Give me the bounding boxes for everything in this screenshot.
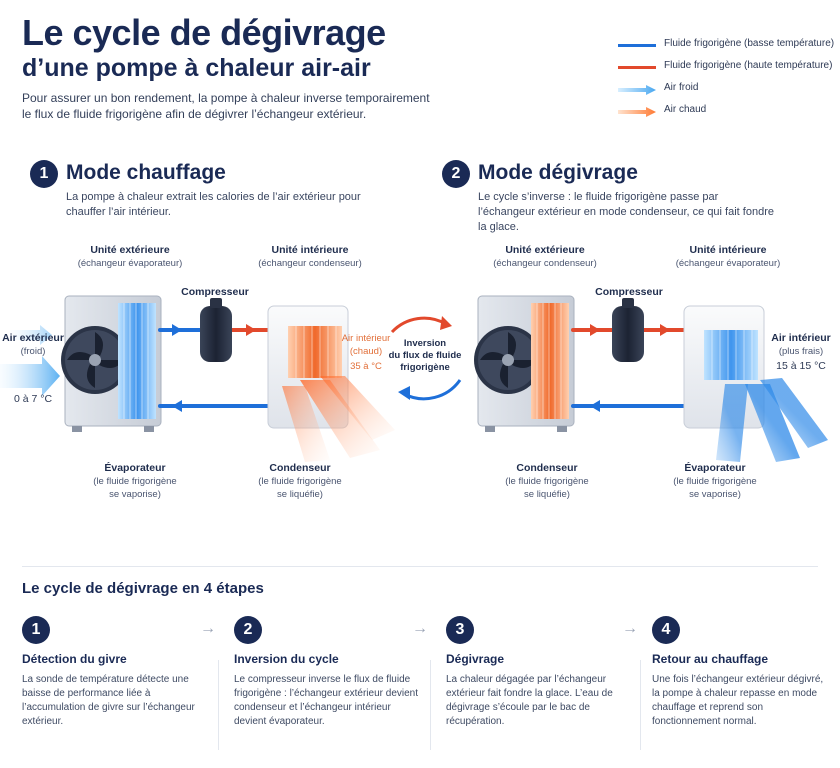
step-separator — [640, 660, 641, 750]
mode1-title: Mode chauffage — [66, 161, 226, 184]
step-2-text: Le compresseur inverse le flux de fluide… — [234, 674, 418, 727]
step-3-number-badge: 3 — [446, 616, 474, 644]
mode1-outdoor-label: Unité extérieure — [90, 244, 170, 256]
mode2-compressor — [612, 298, 644, 362]
step-3: 3 Dégivrage La chaleur dégagée par l’éch… — [446, 616, 636, 729]
step-arrow-icon: → — [200, 620, 216, 637]
mode2-evaporator-sub1: (le fluide frigorigène — [673, 476, 757, 487]
mode1-air-in-sublabel: (froid) — [20, 346, 46, 357]
mode1-outdoor-unit — [61, 295, 162, 432]
step-1-text: La sonde de température détecte une bais… — [22, 674, 195, 727]
inversion-cycle-icon — [390, 316, 462, 401]
legend-hot-air: Air chaud — [618, 104, 838, 126]
step-1-title: Détection du givre — [22, 652, 127, 666]
mode2-cool-air-arrows — [716, 378, 828, 462]
defrost-diagram — [0, 295, 828, 462]
blue-line-swatch — [618, 44, 656, 47]
mode1-number-badge: 1 — [30, 160, 58, 188]
section-divider — [22, 566, 818, 567]
mode2-air-out-label: Air intérieur — [771, 332, 831, 344]
mode1-outdoor-sublabel: (échangeur évaporateur) — [77, 258, 183, 269]
legend-high-temp: Fluide frigorigène (haute température) — [618, 60, 838, 82]
mode2-title: Mode dégivrage — [478, 161, 638, 184]
mode1-evaporator-sub2: se vaporise) — [109, 489, 161, 500]
mode2-indoor-label: Unité intérieure — [689, 244, 767, 256]
page-subtitle: d’une pompe à chaleur air-air — [22, 54, 371, 82]
page-title: Le cycle de dégivrage — [22, 12, 386, 53]
mode2-outdoor-sublabel: (échangeur condenseur) — [493, 258, 597, 269]
mode2-number-badge: 2 — [442, 160, 470, 188]
step-2-number-badge: 2 — [234, 616, 262, 644]
mode1-graphics — [0, 295, 395, 462]
mode1-hot-air-arrows — [282, 376, 395, 462]
step-2-title: Inversion du cycle — [234, 652, 339, 666]
hot-air-arrow-icon — [618, 107, 656, 117]
mode1-air-out-sublabel: (chaud) — [349, 346, 383, 357]
mode2-air-out-temp: 15 à 15 °C — [776, 360, 826, 372]
step-4-text: Une fois l’échangeur extérieur dégivré, … — [652, 674, 824, 727]
mode1-condenser-sub2: se liquéfie) — [277, 489, 323, 500]
step-3-title: Dégivrage — [446, 652, 505, 666]
mode1-indoor-label: Unité intérieure — [271, 244, 349, 256]
mode2-description: Le cycle s’inverse : le fluide frigorigè… — [478, 191, 774, 233]
mode2-outdoor-unit — [474, 295, 575, 432]
mode1-compressor — [200, 298, 232, 362]
inversion-label: Inversion du flux de fluide frigorigène — [388, 338, 462, 373]
mode2-air-out-sublabel: (plus frais) — [778, 346, 824, 357]
mode1-air-out-temp: 35 à °C — [350, 361, 382, 372]
mode1-evaporator-sub1: (le fluide frigorigène — [93, 476, 177, 487]
mode1-flow-arrows — [172, 324, 182, 412]
mode2-outdoor-label: Unité extérieure — [505, 244, 585, 256]
mode1-indoor-sublabel: (échangeur condenseur) — [258, 258, 362, 269]
cold-air-arrow-icon — [618, 85, 656, 95]
step-4-number-badge: 4 — [652, 616, 680, 644]
mode1-air-in-label: Air extérieur — [2, 332, 64, 344]
red-line-swatch — [618, 66, 656, 69]
mode1-air-in-temp: 0 à 7 °C — [13, 393, 53, 405]
step-4: 4 Retour au chauffage Une fois l’échange… — [652, 616, 832, 729]
mode2-condenser-sub2: se liquéfie) — [524, 489, 570, 500]
mode1-condenser-label: Condenseur — [269, 462, 331, 474]
legend-low-temp: Fluide frigorigène (basse température) — [618, 38, 838, 60]
step-3-text: La chaleur dégagée par l’échangeur extér… — [446, 674, 613, 727]
mode2-indoor-sublabel: (échangeur évaporateur) — [675, 258, 781, 269]
step-separator — [430, 660, 431, 750]
step-separator — [218, 660, 219, 750]
mode2-graphics — [474, 295, 828, 462]
intro-text: Pour assurer un bon rendement, la pompe … — [22, 91, 430, 121]
mode2-condenser-sub1: (le fluide frigorigène — [505, 476, 589, 487]
mode2-evaporator-label: Évaporateur — [684, 462, 746, 474]
mode2-evaporator-sub2: se vaporise) — [689, 489, 741, 500]
legend-cold-air: Air froid — [618, 82, 838, 104]
mode1-evaporator-label: Évaporateur — [104, 462, 166, 474]
mode1-cold-air-arrows — [0, 325, 60, 396]
steps-section-title: Le cycle de dégivrage en 4 étapes — [22, 580, 264, 597]
step-2: 2 Inversion du cycle Le compresseur inve… — [234, 616, 424, 729]
step-arrow-icon: → — [412, 620, 428, 637]
step-arrow-icon: → — [622, 620, 638, 637]
step-1: 1 Détection du givre La sonde de tempéra… — [22, 616, 212, 729]
step-4-title: Retour au chauffage — [652, 652, 769, 666]
mode1-air-out-label: Air intérieur — [341, 333, 391, 344]
mode1-description: La pompe à chaleur extrait les calories … — [66, 191, 361, 218]
legend: Fluide frigorigène (basse température) F… — [618, 38, 838, 126]
mode1-condenser-sub1: (le fluide frigorigène — [258, 476, 342, 487]
step-1-number-badge: 1 — [22, 616, 50, 644]
mode1-compressor-label: Compresseur — [181, 286, 249, 298]
mode2-compressor-label: Compresseur — [595, 286, 663, 298]
mode2-condenser-label: Condenseur — [516, 462, 578, 474]
